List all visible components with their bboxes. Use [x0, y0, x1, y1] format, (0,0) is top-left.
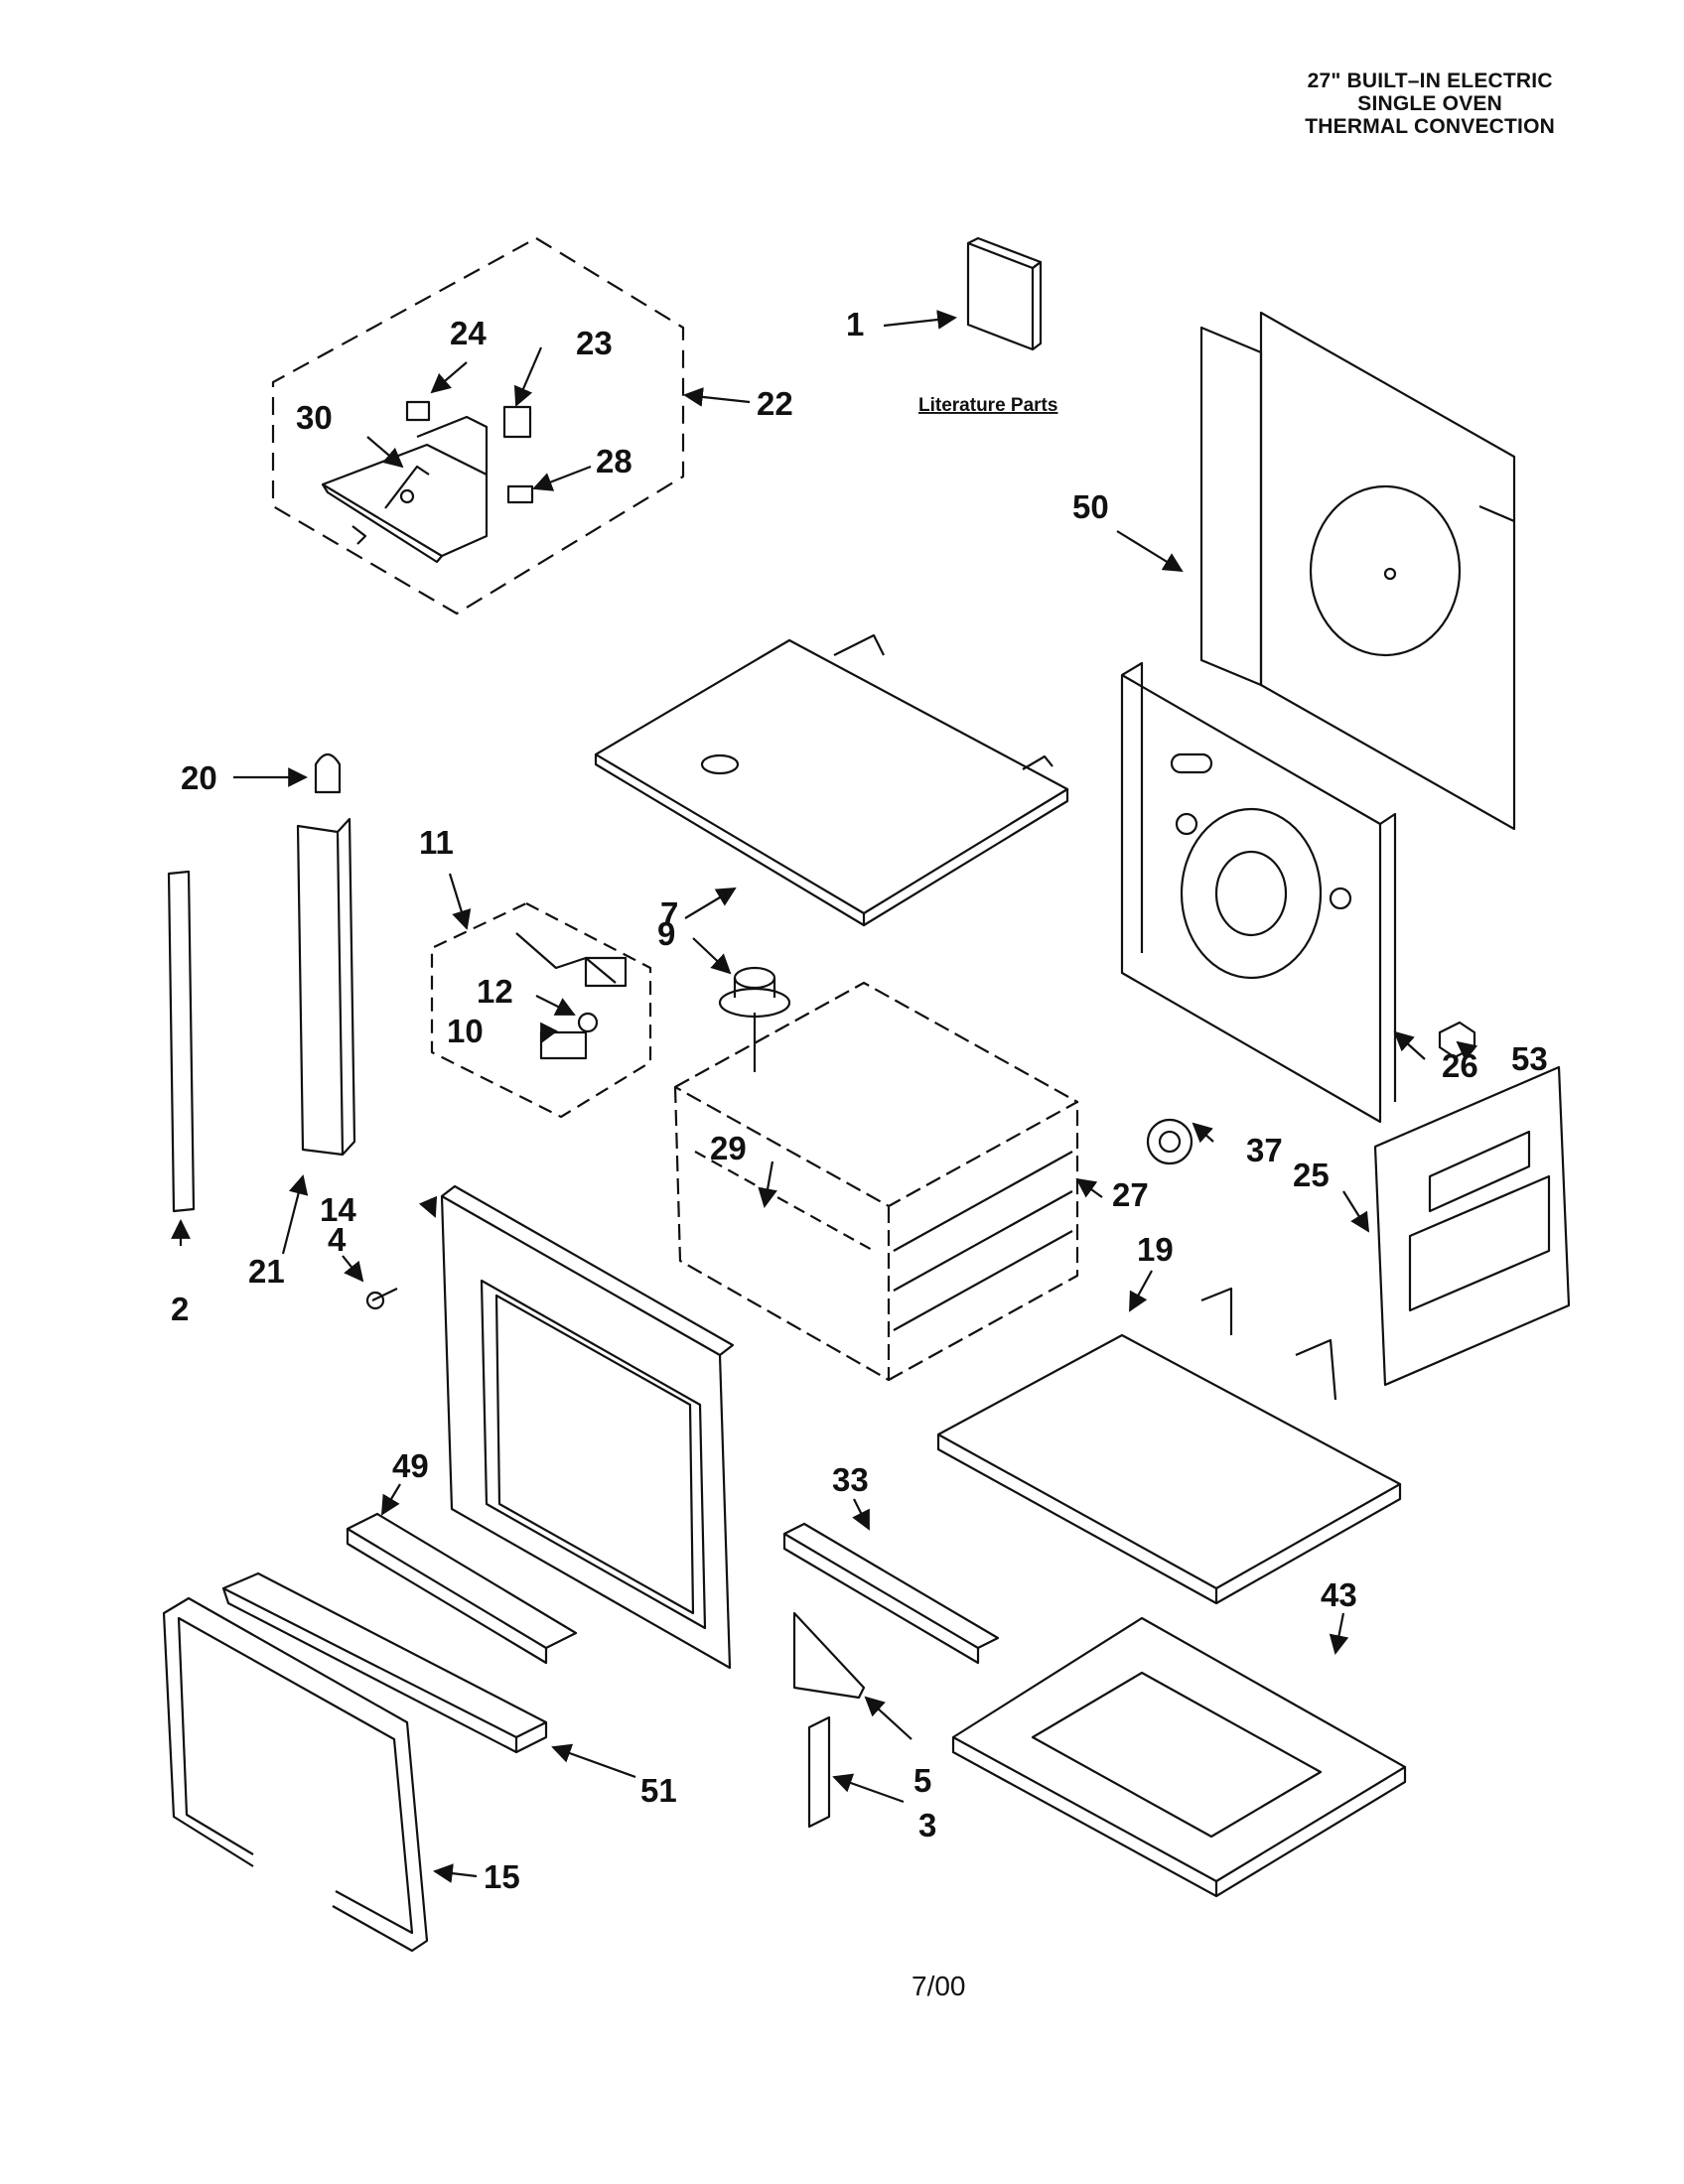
callout-14: 14 — [320, 1191, 356, 1228]
small-cap — [314, 752, 342, 794]
fan-gasket — [1146, 1118, 1193, 1165]
callout-50: 50 — [1072, 488, 1109, 525]
front-frame — [440, 1184, 735, 1670]
callout-15: 15 — [484, 1858, 520, 1895]
callout-26: 26 — [1442, 1047, 1478, 1084]
callout-27: 27 — [1112, 1176, 1149, 1213]
callout-1: 1 — [846, 306, 864, 342]
angle-bracket — [792, 1611, 866, 1700]
control-assembly-group — [271, 236, 685, 615]
brace — [782, 1522, 1000, 1665]
door-gasket — [162, 1596, 429, 1953]
leader-arrows — [171, 310, 1478, 1883]
callout-28: 28 — [596, 443, 632, 479]
callout-33: 33 — [832, 1461, 869, 1498]
callout-30: 30 — [296, 399, 333, 436]
callout-9: 9 — [657, 915, 675, 952]
oven-cavity — [673, 981, 1079, 1382]
fan-motor — [718, 966, 791, 1072]
side-rail — [296, 817, 356, 1157]
callout-10: 10 — [447, 1013, 484, 1049]
callout-20: 20 — [181, 759, 217, 796]
callout-37: 37 — [1246, 1132, 1283, 1168]
callout-25: 25 — [1293, 1157, 1330, 1193]
callout-53: 53 — [1511, 1040, 1548, 1077]
oven-bottom-panel — [936, 1287, 1402, 1605]
callout-12: 12 — [477, 973, 513, 1010]
callout-19: 19 — [1137, 1231, 1174, 1268]
callout-23: 23 — [576, 325, 613, 361]
callout-5: 5 — [913, 1762, 931, 1799]
oven-top-panel — [594, 633, 1069, 927]
trim-bar — [346, 1512, 578, 1665]
callout-3: 3 — [918, 1807, 936, 1843]
convection-shroud — [1120, 661, 1397, 1124]
callout-2: 2 — [171, 1291, 189, 1327]
trim-strip — [167, 870, 196, 1213]
callout-7: 7 — [660, 895, 678, 932]
callout-22: 22 — [757, 385, 793, 422]
callout-11: 11 — [419, 824, 454, 861]
callout-24: 24 — [450, 315, 487, 351]
callout-21: 21 — [248, 1253, 285, 1290]
callout-43: 43 — [1321, 1576, 1357, 1613]
title-line-2: SINGLE OVEN — [1357, 92, 1502, 115]
literature-caption: Literature Parts — [918, 395, 1057, 416]
oven-base — [951, 1616, 1407, 1898]
title-line-3: THERMAL CONVECTION — [1305, 115, 1555, 138]
side-panel — [1373, 1065, 1571, 1387]
callout-29: 29 — [710, 1130, 747, 1166]
callout-49: 49 — [392, 1447, 429, 1484]
callout-51: 51 — [640, 1772, 677, 1809]
screw — [365, 1288, 398, 1310]
title-line-1: 27" BUILT–IN ELECTRIC — [1307, 69, 1553, 92]
rear-panel — [1199, 311, 1516, 831]
date-code: 7/00 — [912, 1971, 966, 2001]
diagram-title: 27" BUILT–IN ELECTRIC SINGLE OVEN THERMA… — [1305, 69, 1555, 138]
light-assembly-group — [430, 901, 652, 1119]
mounting-bracket — [807, 1715, 831, 1829]
callout-4: 4 — [328, 1221, 347, 1258]
literature-booklet — [966, 236, 1043, 351]
callout-labels: 24 23 30 28 22 1 Literature Parts 50 20 … — [171, 306, 1548, 2001]
front-trim — [221, 1571, 548, 1754]
